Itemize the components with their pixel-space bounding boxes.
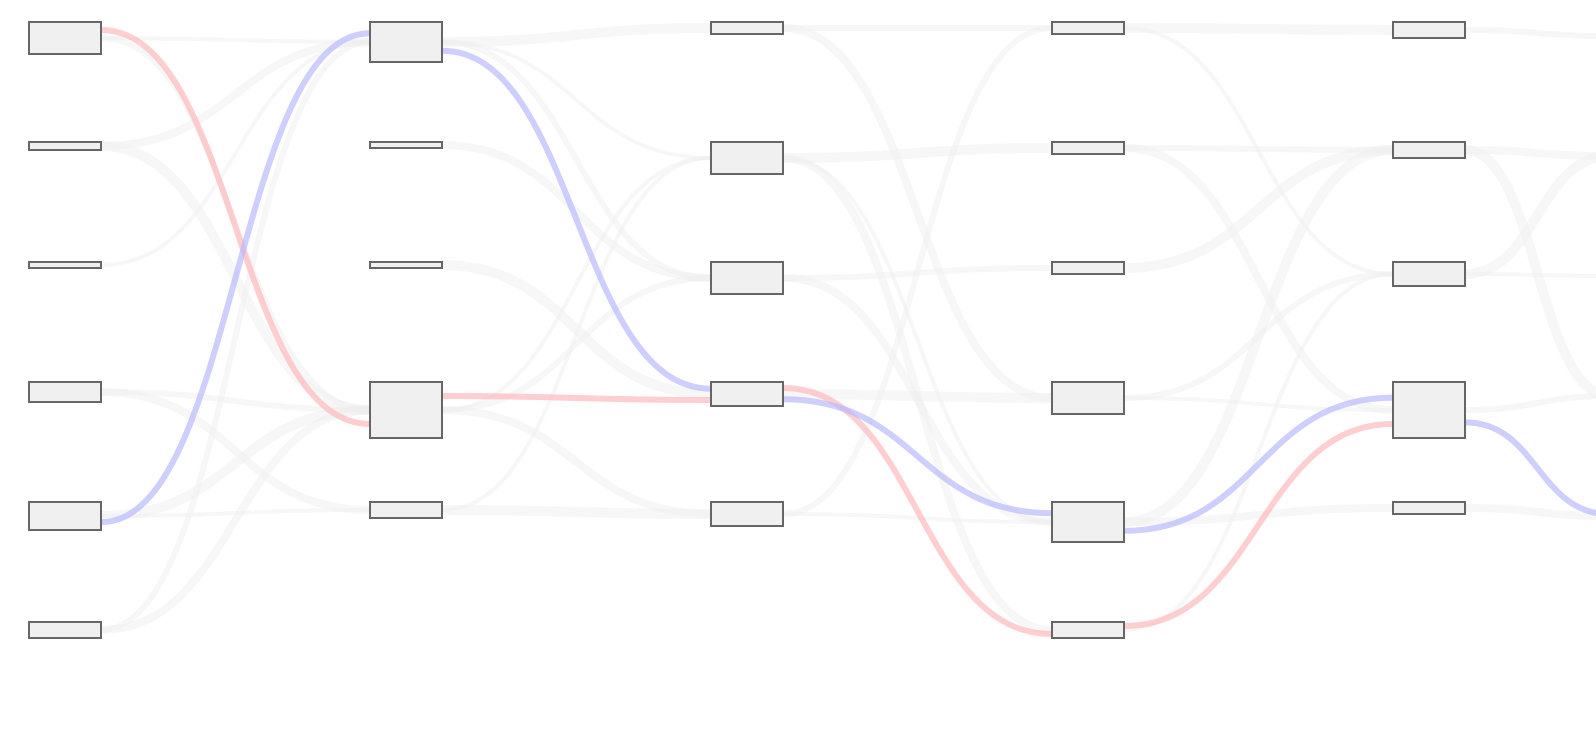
flow-node-col1-row2 xyxy=(369,261,443,269)
background-flow-link xyxy=(441,23,712,47)
flow-node-col0-row0 xyxy=(28,21,102,55)
background-flow-link xyxy=(1123,26,1394,276)
highlight-flow-blue-segment xyxy=(441,47,712,392)
background-flow-link xyxy=(782,265,1053,281)
background-flow-link xyxy=(100,388,371,514)
background-flow-link xyxy=(441,156,712,512)
highlight-flow-blue-segment xyxy=(782,396,1053,517)
highlighted-flows xyxy=(100,27,1596,637)
flow-node-col3-row3 xyxy=(1051,381,1125,415)
flow-node-col1-row4 xyxy=(369,501,443,519)
background-flow-link xyxy=(1123,396,1394,412)
flow-node-col1-row3 xyxy=(369,381,443,439)
background-flow-link xyxy=(1123,271,1394,401)
flow-node-col3-row4 xyxy=(1051,501,1125,543)
flow-node-col3-row2 xyxy=(1051,261,1125,275)
flow-node-col0-row2 xyxy=(28,261,102,269)
background-flow-link xyxy=(441,275,712,413)
background-flow-link xyxy=(100,36,371,44)
background-flow-link xyxy=(782,154,1053,634)
flow-node-col1-row1 xyxy=(369,141,443,149)
background-flow-link xyxy=(441,40,712,160)
background-flow-link xyxy=(782,156,1053,524)
background-flow-link xyxy=(100,508,371,518)
background-flow-link xyxy=(441,260,712,399)
background-flow-link xyxy=(100,40,371,267)
background-flow-link xyxy=(782,389,1053,403)
flow-node-col2-row4 xyxy=(710,501,784,527)
highlight-flow-blue-segment xyxy=(100,30,371,526)
flow-node-col4-row3 xyxy=(1392,381,1466,439)
flow-node-col2-row1 xyxy=(710,141,784,175)
flow-node-col3-row0 xyxy=(1051,21,1125,35)
background-flow-link xyxy=(1123,145,1394,273)
node-layer xyxy=(28,21,1466,639)
flow-node-col0-row4 xyxy=(28,501,102,531)
flow-node-col4-row4 xyxy=(1392,501,1466,515)
background-flow-link xyxy=(782,24,1053,402)
flow-node-col0-row1 xyxy=(28,141,102,151)
background-flow-link xyxy=(1123,504,1394,526)
background-flow-link xyxy=(1464,504,1596,520)
flow-node-col2-row3 xyxy=(710,381,784,407)
flow-node-col0-row3 xyxy=(28,381,102,403)
background-flow-link xyxy=(1464,393,1596,413)
background-flow-link xyxy=(1123,144,1394,414)
background-flow-link xyxy=(1464,27,1596,39)
highlight-flow-red-segment xyxy=(100,27,371,427)
flow-node-col3-row5 xyxy=(1051,621,1125,639)
highlight-flow-red-segment xyxy=(441,393,712,403)
background-flow-link xyxy=(1123,23,1394,35)
flow-node-col3-row1 xyxy=(1051,141,1125,155)
background-flow-link xyxy=(1123,272,1394,632)
background-flow-link xyxy=(441,505,712,519)
background-flow-link xyxy=(100,39,371,633)
background-flow-link xyxy=(100,405,371,521)
background-flow-link xyxy=(441,39,712,281)
background-flow-link xyxy=(1464,146,1596,160)
background-flow-link xyxy=(782,512,1053,524)
highlight-flow-blue-segment xyxy=(1123,394,1394,534)
flow-node-col2-row0 xyxy=(710,21,784,35)
flow-node-col4-row0 xyxy=(1392,21,1466,39)
flow-node-col4-row2 xyxy=(1392,261,1466,287)
background-flow-link xyxy=(100,406,371,634)
background-flow-link xyxy=(1464,152,1596,279)
background-flows xyxy=(100,23,1596,634)
flow-node-col0-row5 xyxy=(28,621,102,639)
background-flow-link xyxy=(782,143,1053,163)
background-flow-link xyxy=(1464,272,1596,278)
background-flow-link xyxy=(441,141,712,282)
background-flow-link xyxy=(1123,145,1394,153)
flow-node-col4-row1 xyxy=(1392,141,1466,159)
flow-node-col2-row2 xyxy=(710,261,784,295)
background-flow-link xyxy=(1464,145,1596,398)
background-flow-link xyxy=(100,38,371,150)
highlight-flow-red-segment xyxy=(782,385,1053,637)
highlight-flow-red-segment xyxy=(1123,421,1394,629)
background-flow-link xyxy=(782,25,1053,517)
flow-node-col1-row0 xyxy=(369,21,443,63)
background-flow-link xyxy=(1123,145,1394,527)
highlight-flow-blue-segment xyxy=(1464,419,1596,516)
background-flow-link xyxy=(441,406,712,518)
